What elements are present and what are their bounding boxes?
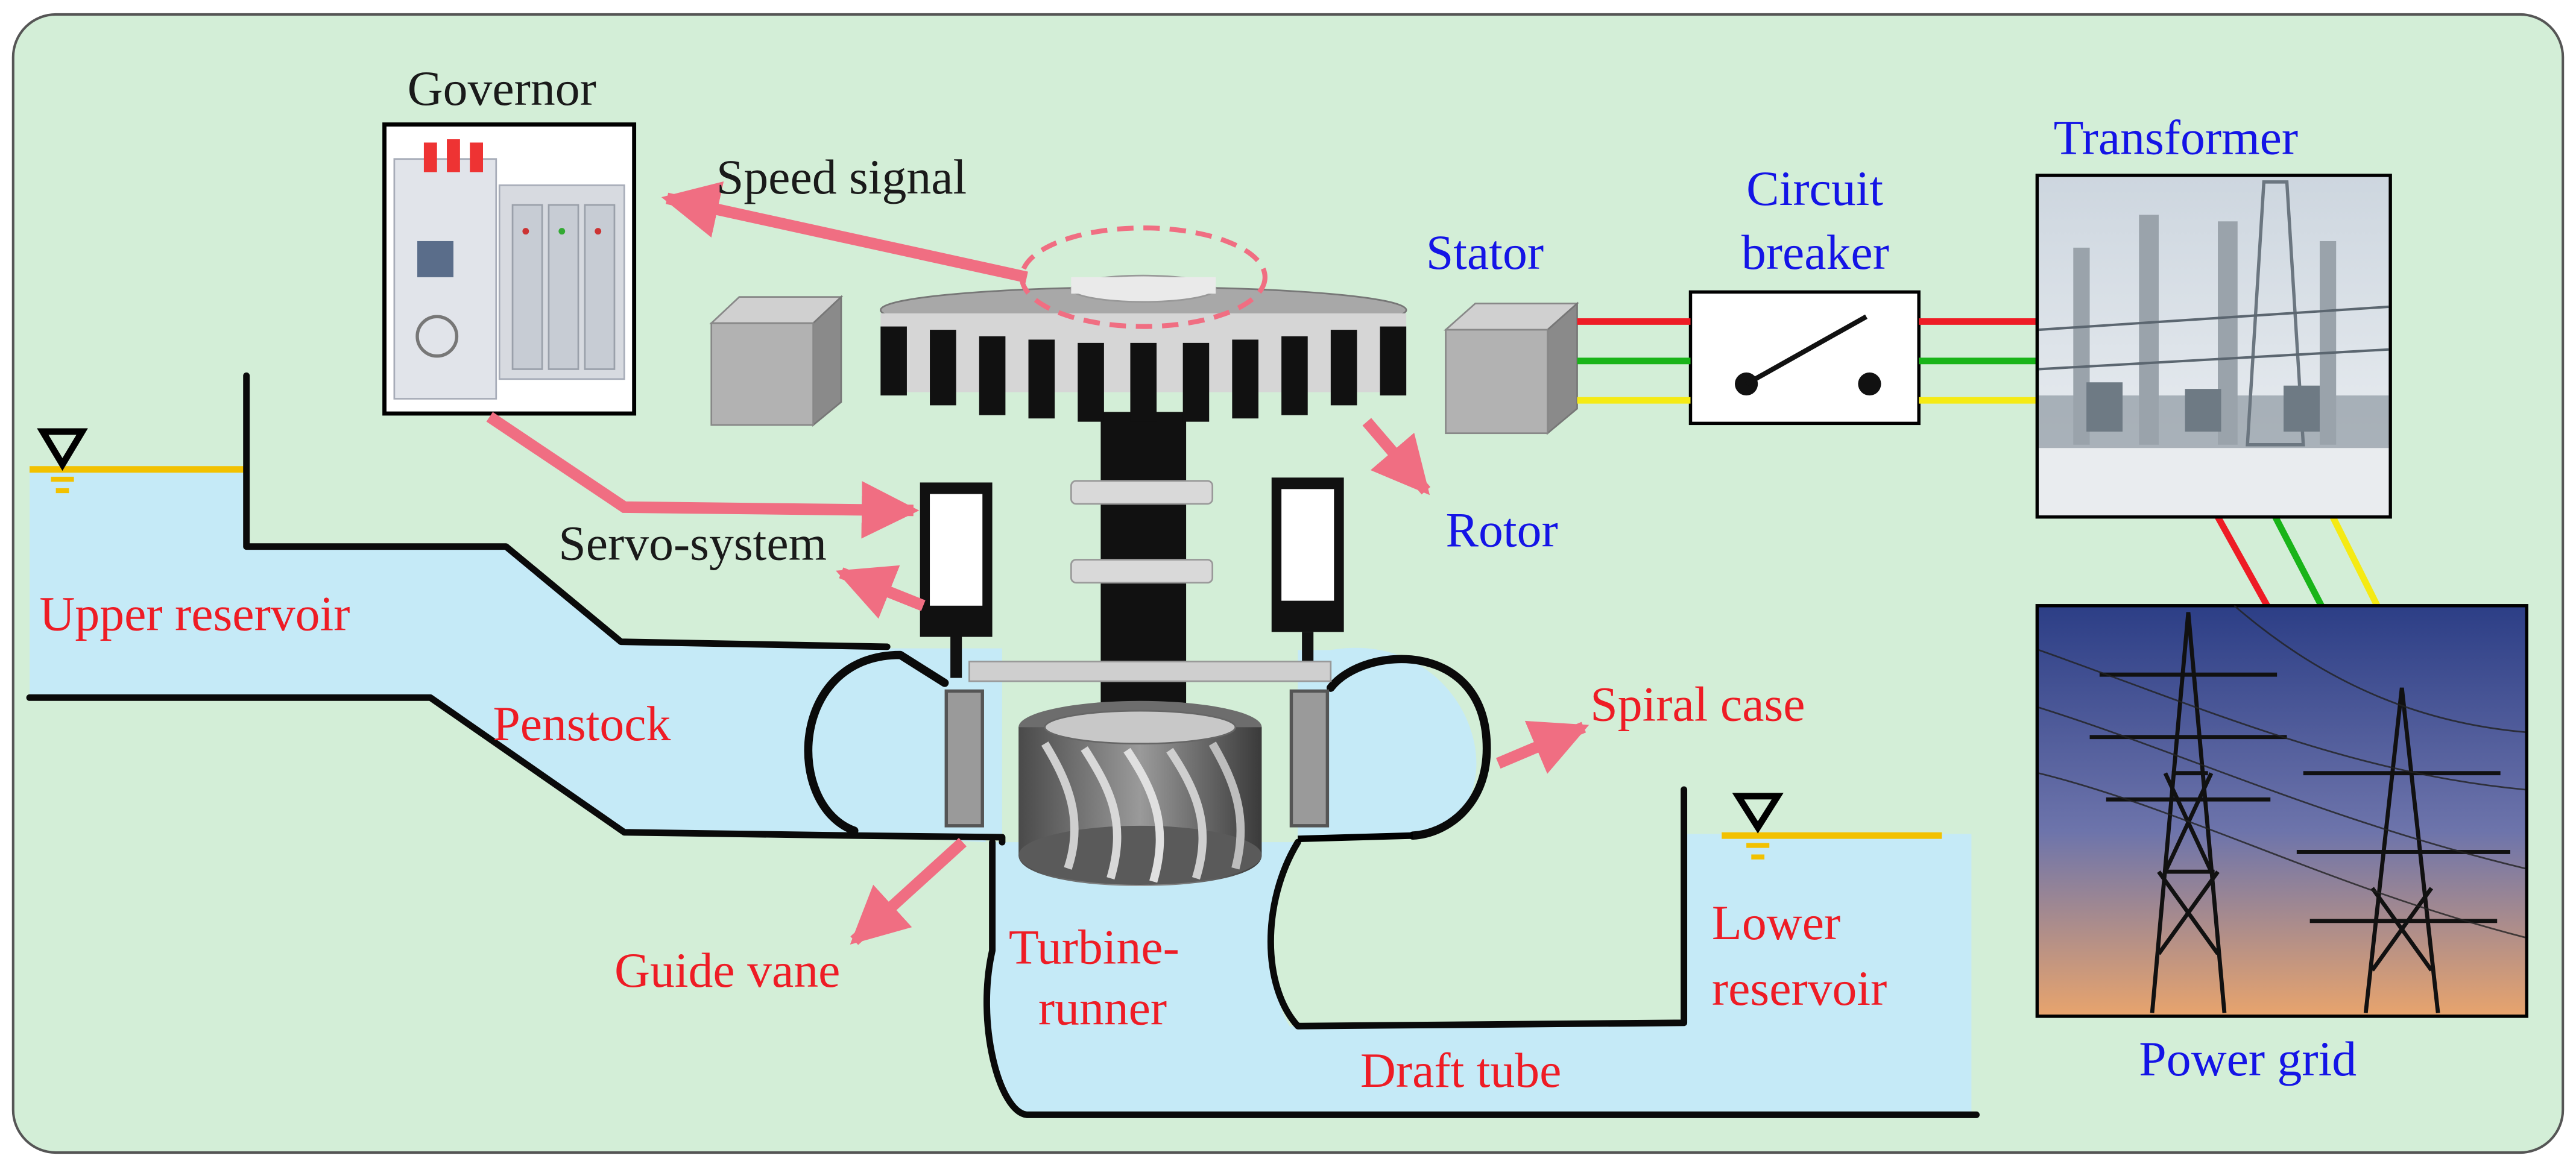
upper-water-level-icon [30,428,247,494]
upper-reservoir-label: Upper reservoir [39,587,350,641]
turbine-runner [1018,700,1262,886]
stator-block-left [709,295,844,427]
circuit-breaker-label-line1: Circuit [1746,161,1883,216]
turbine-runner-label-line1: Turbine- [1009,920,1179,975]
transformer-label: Transformer [2054,110,2299,165]
guide-vane-right [1289,689,1330,828]
stator-block-right [1443,301,1580,435]
waterway-outlines [26,372,1980,1118]
rotor-label: Rotor [1446,503,1558,558]
stator-label: Stator [1426,225,1544,280]
circuit-breaker-box [1688,290,1921,426]
guide-vane-left [944,689,984,828]
guide-vane-label: Guide vane [614,943,840,998]
regulating-ring [968,661,1332,682]
speed-signal-label: Speed signal [716,149,967,204]
governor-cabinet-image [382,122,637,416]
draft-tube-label: Draft tube [1360,1043,1562,1098]
lower-reservoir-label-line1: Lower [1712,895,1840,950]
lower-reservoir-label-line2: reservoir [1712,961,1887,1016]
spiral-case-water-right [1298,647,1477,836]
shaft [1070,412,1214,708]
substation-image [2035,174,2392,519]
governor-label: Governor [408,61,596,116]
draft-tube-water [988,834,1972,1115]
three-phase-lines [1577,318,2381,608]
annotation-arrows [486,181,1589,945]
servo-left [920,482,993,678]
upper-reservoir-water [30,467,986,843]
turbine-runner-label-line2: runner [1038,981,1167,1036]
penstock-label: Penstock [493,696,671,751]
servo-system-label: Servo-system [558,515,827,570]
speed-signal-sensor-highlight [1019,225,1267,329]
lower-water-level-icon [1722,793,1942,860]
power-grid-label: Power grid [2139,1031,2357,1086]
rotor [879,274,1407,422]
circuit-breaker-label-line2: breaker [1741,225,1889,280]
spiral-case-label: Spiral case [1590,676,1805,731]
transmission-tower-image [2035,604,2528,1018]
